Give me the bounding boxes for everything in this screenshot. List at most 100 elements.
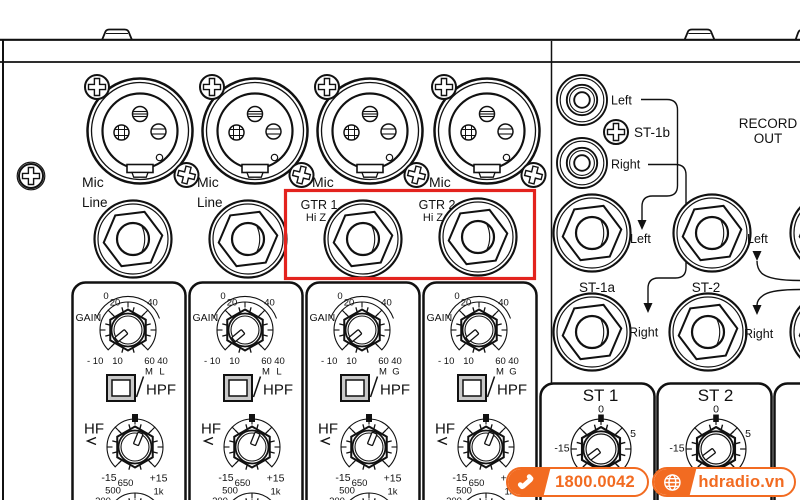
st1a-label: ST-1a [579, 280, 616, 295]
hf-center-tick [483, 414, 489, 422]
gain-scale-0: 0 [220, 291, 225, 302]
hpf-label: HPF [380, 382, 410, 399]
hf-center-tick [366, 414, 372, 422]
mf-650-label: 650 [235, 478, 251, 489]
gain-scale-40: 40 [498, 298, 509, 309]
rca-left-label: Left [611, 94, 632, 108]
jack-line-2 [208, 199, 288, 279]
hf-min-label: -15 [335, 472, 350, 484]
mf-200-label: 200 [446, 496, 462, 500]
gain-scale-0: 0 [103, 291, 108, 302]
st1-scale-m15: -15 [554, 443, 569, 455]
rca-jack-right [556, 137, 608, 189]
st2-scale-0: 0 [713, 404, 719, 416]
jack-edge-bottom [789, 292, 800, 372]
mf-650-label: 650 [118, 478, 134, 489]
gain-src-mark: L [276, 367, 281, 378]
channel-strip-1: GAIN 0 20 40 - 10 10 60 40 M L HPF HF -1… [71, 281, 187, 500]
stereo-jack-section: Left Right ST-1a ST-2 Left Right [552, 193, 800, 372]
mf-500-label: 500 [339, 486, 355, 497]
gain-scale-40: 40 [264, 298, 275, 309]
gain-scale-60: 60 [144, 356, 155, 367]
hf-min-label: -15 [452, 472, 467, 484]
phone-icon [508, 469, 552, 495]
gain-scale-m10: - 10 [204, 356, 220, 367]
record-out-label-1: RECORD [739, 116, 798, 131]
gain-scale-10: 10 [346, 356, 357, 367]
hf-max-label: +15 [267, 473, 285, 485]
gain-label: GAIN [427, 312, 453, 324]
mf-650-label: 650 [469, 478, 485, 489]
panel-handle-bump-left [101, 28, 133, 41]
hf-max-label: +15 [150, 473, 168, 485]
st1-scale-0: 0 [598, 404, 604, 416]
mic-label: Mic [82, 174, 104, 190]
gtr2-label: GTR 2 [419, 198, 456, 212]
shelving-eq-icon [85, 436, 97, 446]
screw-icon [431, 74, 457, 100]
gain-knob [104, 306, 152, 354]
gain-mic-mark: M [262, 367, 270, 378]
panel-handle-bump-right [683, 28, 716, 41]
mic-input-3: Mic [312, 74, 433, 191]
st1-level-knob [575, 423, 627, 475]
line-label-2: Line [197, 195, 223, 210]
st1a-right-label: Right [629, 326, 659, 340]
gain-label: GAIN [193, 312, 219, 324]
st2-left-label: Left [747, 232, 768, 246]
gain-scale-60: 60 [495, 356, 506, 367]
gain-scale-40: 40 [147, 298, 158, 309]
gain-scale-0: 0 [337, 291, 342, 302]
gain-scale-m10: - 10 [321, 356, 337, 367]
st2-title: ST 2 [698, 386, 734, 405]
jack-edge-top [789, 193, 800, 273]
rca-jack-left [556, 74, 608, 126]
gtr1-label: GTR 1 [301, 198, 338, 212]
screw-icon [199, 74, 225, 100]
jack-st1a-right [552, 292, 632, 372]
screw-icon [84, 74, 110, 100]
mf-500-label: 500 [456, 486, 472, 497]
st2-right-label: Right [744, 327, 774, 341]
mic-label: Mic [197, 174, 219, 190]
gain-knob [338, 306, 386, 354]
mic-input-2: Mic [197, 74, 318, 191]
line-gtr-inputs: Line Line GTR 1 Hi Z GTR 2 Hi Z [82, 195, 518, 279]
mf-1k-label: 1k [153, 487, 163, 498]
hf-label: HF [435, 421, 455, 438]
gain-scale-20: 20 [461, 298, 472, 309]
mf-1k-label: 1k [270, 487, 280, 498]
gain-scale-m10: - 10 [87, 356, 103, 367]
hf-center-tick [132, 414, 138, 422]
shelving-eq-icon [436, 436, 448, 446]
st1-center-tick [598, 414, 604, 422]
shelving-eq-icon [319, 436, 331, 446]
website-badge[interactable]: hdradio.vn [652, 467, 796, 497]
mic-label: Mic [312, 174, 334, 190]
hotline-badge[interactable]: 1800.0042 [506, 467, 649, 497]
jack-st1a-left [552, 193, 632, 273]
gain-scale-60: 60 [378, 356, 389, 367]
gain-src-mark: G [509, 367, 516, 378]
jack-line-1 [93, 199, 173, 279]
st2-center-tick [713, 414, 719, 422]
gain-scale-40: 40 [381, 298, 392, 309]
jack-gtr-1 [323, 199, 403, 279]
st1-scale-5: 5 [630, 428, 636, 440]
st2-scale-m15: -15 [669, 443, 684, 455]
gtr1-hiz-label: Hi Z [306, 212, 326, 224]
hf-max-label: +15 [384, 473, 402, 485]
hpf-label: HPF [146, 382, 176, 399]
website-url[interactable]: hdradio.vn [698, 472, 785, 491]
leader-line-left [637, 98, 679, 230]
rca-right-label: Right [611, 158, 641, 172]
gain-mic-mark: M [496, 367, 504, 378]
st2-level-knob [690, 423, 742, 475]
hotline-number[interactable]: 1800.0042 [555, 472, 635, 491]
screw-st1b [603, 119, 629, 145]
gain-scale-20: 20 [227, 298, 238, 309]
gain-scale-40b: 40 [508, 356, 519, 367]
hf-center-tick [249, 414, 255, 422]
